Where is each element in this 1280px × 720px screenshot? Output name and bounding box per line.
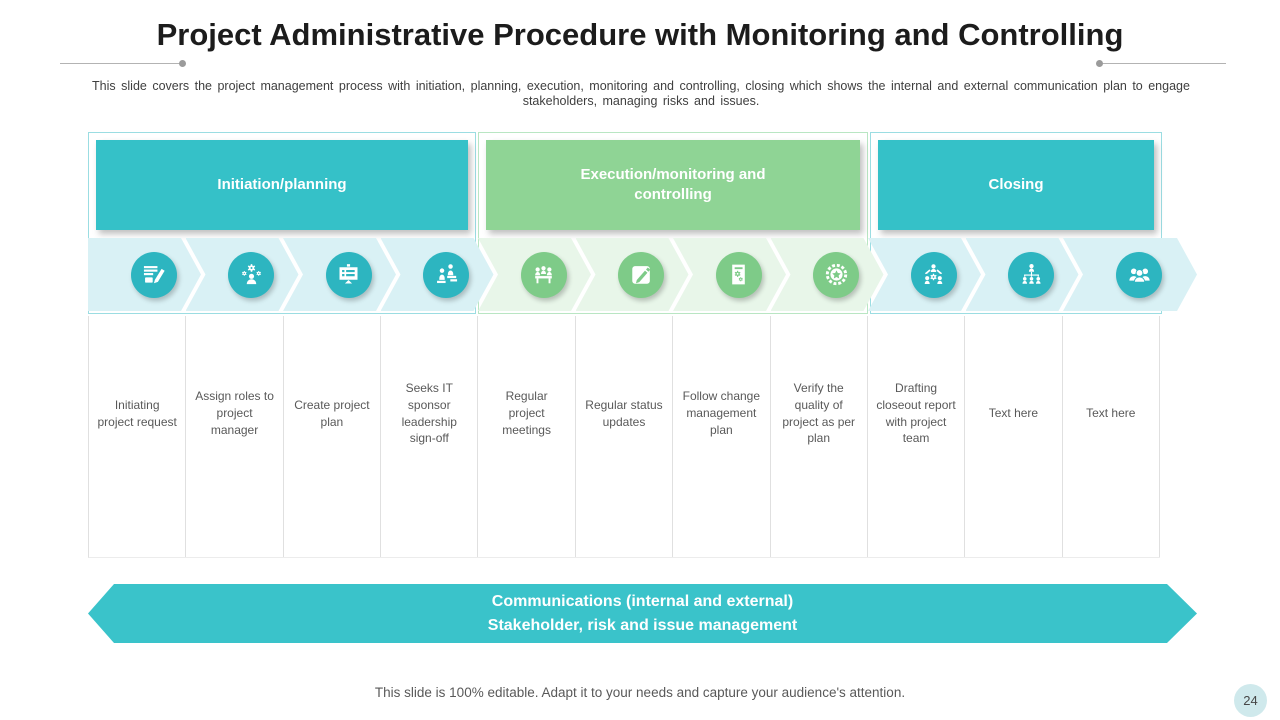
- step-label[interactable]: Drafting closeout report with project te…: [868, 316, 966, 557]
- decor-dot: [1096, 60, 1103, 67]
- step-label[interactable]: Text here: [965, 316, 1063, 557]
- step-label[interactable]: Assign roles to project manager: [186, 316, 284, 557]
- title-underline-left: [60, 60, 186, 67]
- team-icon: [1116, 252, 1162, 298]
- step-label[interactable]: Create project plan: [284, 316, 382, 557]
- step-label[interactable]: Regular project meetings: [478, 316, 576, 557]
- slide-subtitle: This slide covers the project management…: [92, 79, 1190, 109]
- step-label[interactable]: Initiating project request: [89, 316, 187, 557]
- phase-header-closing[interactable]: Closing: [878, 140, 1154, 230]
- step-label[interactable]: Follow change management plan: [673, 316, 771, 557]
- chevron-step-1[interactable]: [88, 238, 201, 311]
- meeting-icon: [521, 252, 567, 298]
- page-title: Project Administrative Procedure with Mo…: [156, 17, 1124, 52]
- chevron-step-11[interactable]: [1063, 238, 1197, 311]
- stairs-people-icon: [423, 252, 469, 298]
- chevron-step-5[interactable]: [478, 238, 591, 311]
- chevron-step-10[interactable]: [966, 238, 1079, 311]
- communications-banner[interactable]: Communications (internal and external) S…: [88, 584, 1197, 643]
- step-label[interactable]: Regular status updates: [576, 316, 674, 557]
- footer-note: This slide is 100% editable. Adapt it to…: [374, 685, 906, 700]
- title-underline-right: [1096, 60, 1226, 67]
- page-number-badge: 24: [1234, 684, 1267, 717]
- edit-pencil-icon: [618, 252, 664, 298]
- step-label-row: Initiating project request Assign roles …: [88, 316, 1160, 558]
- quality-badge-icon: [813, 252, 859, 298]
- step-label[interactable]: Verify the quality of project as per pla…: [771, 316, 868, 557]
- person-gears-icon: [228, 252, 274, 298]
- decor-dot: [179, 60, 186, 67]
- phase-header-execution-monitoring[interactable]: Execution/monitoring and controlling: [486, 140, 860, 230]
- delegation-icon: [911, 252, 957, 298]
- step-label[interactable]: Text here: [1063, 316, 1160, 557]
- org-chart-icon: [1008, 252, 1054, 298]
- document-gear-icon: [716, 252, 762, 298]
- plan-board-icon: [326, 252, 372, 298]
- step-label[interactable]: Seeks IT sponsor leadership sign-off: [381, 316, 479, 557]
- banner-line-1: Communications (internal and external): [491, 593, 794, 611]
- banner-line-2: Stakeholder, risk and issue management: [487, 616, 798, 634]
- phase-header-initiation-planning[interactable]: Initiation/planning: [96, 140, 468, 230]
- document-pencil-icon: [131, 252, 177, 298]
